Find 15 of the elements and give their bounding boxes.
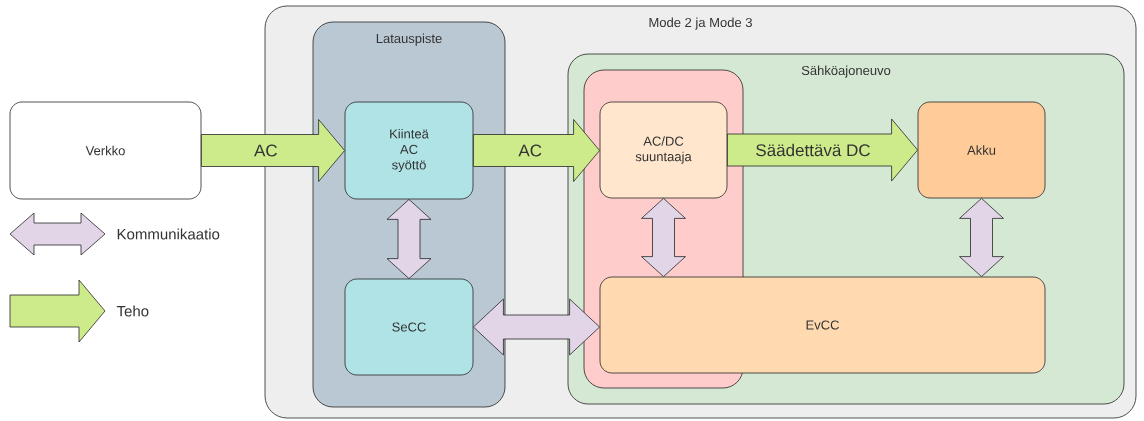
process-box: AC/DC suuntaaja	[599, 101, 728, 199]
process-box: SeCC	[344, 278, 474, 376]
process-box: EvCC	[599, 276, 1046, 374]
block-arrow	[641, 198, 686, 277]
legend-label: Teho	[116, 305, 149, 317]
block-arrow	[959, 198, 1004, 277]
process-box: Kiinteä AC syöttö	[344, 101, 474, 200]
edge-label: AC	[517, 143, 543, 158]
block-arrow	[473, 298, 600, 356]
block-arrow	[386, 199, 432, 279]
process-box: Akku	[917, 101, 1046, 199]
block-arrow	[473, 119, 600, 182]
legend-label: Kommunikaatio	[117, 228, 220, 240]
process-box: Verkko	[9, 101, 202, 200]
block-arrow	[201, 119, 345, 182]
